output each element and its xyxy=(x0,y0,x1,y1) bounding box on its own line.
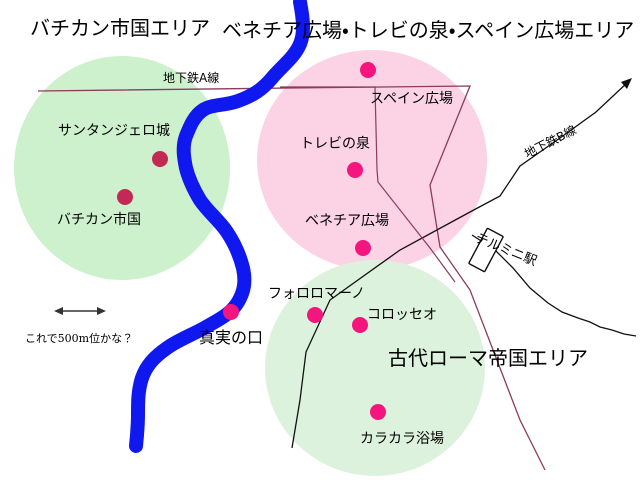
poi-dot-piazza-venezia[interactable] xyxy=(355,240,371,256)
zone-vatican-circle xyxy=(14,56,230,280)
zone-piazza-circle xyxy=(257,50,487,270)
poi-dot-spanish-steps[interactable] xyxy=(360,62,376,78)
poi-dot-mouth-of-truth[interactable] xyxy=(223,304,239,320)
poi-dot-vatican-city[interactable] xyxy=(117,189,133,205)
poi-dot-trevi-fountain[interactable] xyxy=(347,162,363,178)
subway-b-arrowhead-icon xyxy=(621,78,632,89)
poi-dot-baths-of-caracalla[interactable] xyxy=(370,404,386,420)
poi-dot-colosseo[interactable] xyxy=(352,317,368,333)
eastern-road-path xyxy=(471,234,637,337)
scale-bar-right-arrow-icon xyxy=(97,307,106,315)
piazza-zone-boundary xyxy=(280,86,456,283)
subway-b-line-path xyxy=(291,81,629,449)
tiber-river-path xyxy=(129,0,310,453)
termini-station-marker xyxy=(468,227,504,273)
scale-bar-left-arrow-icon xyxy=(54,307,63,315)
poi-dot-castel-santangelo[interactable] xyxy=(152,151,168,167)
poi-dot-foro-romano[interactable] xyxy=(307,307,323,323)
subway-a-line-path xyxy=(37,85,546,471)
zone-ancient-rome-circle xyxy=(265,260,485,476)
